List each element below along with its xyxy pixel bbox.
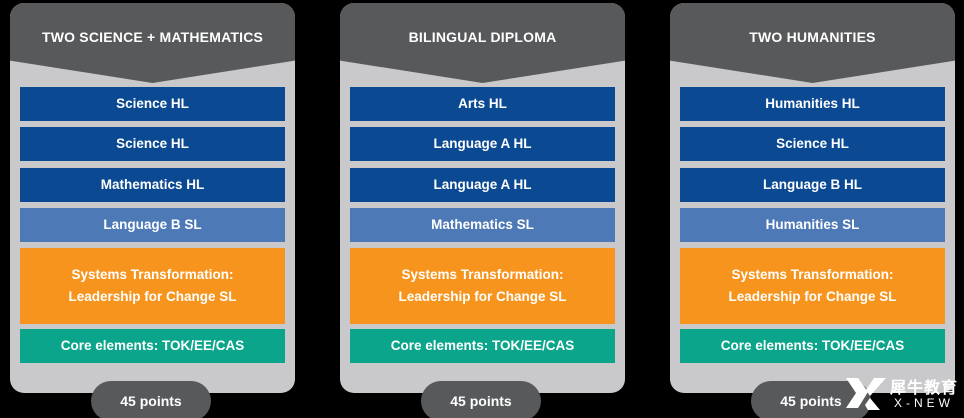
subject-bar: Language A HL bbox=[350, 168, 615, 202]
systems-transformation-bar: Systems Transformation: Leadership for C… bbox=[350, 248, 615, 324]
card-title: TWO SCIENCE + MATHEMATICS bbox=[41, 29, 264, 45]
systems-line-2: Leadership for Change SL bbox=[68, 289, 237, 304]
systems-line-1: Systems Transformation: bbox=[71, 267, 234, 282]
systems-transformation-bar: Systems Transformation: Leadership for C… bbox=[680, 248, 945, 324]
systems-transformation-bar: Systems Transformation: Leadership for C… bbox=[20, 248, 285, 324]
subject-bar: Arts HL bbox=[350, 87, 615, 121]
subject-bar: Science HL bbox=[680, 127, 945, 161]
subject-bar: Science HL bbox=[20, 127, 285, 161]
pathway-card-bilingual: BILINGUAL DIPLOMA Arts HL Language A HL … bbox=[340, 3, 625, 418]
core-elements-bar: Core elements: TOK/EE/CAS bbox=[20, 329, 285, 363]
systems-line-2: Leadership for Change SL bbox=[728, 289, 897, 304]
x-logo-icon bbox=[846, 378, 886, 410]
pathway-card-humanities: TWO HUMANITIES Humanities HL Science HL … bbox=[670, 3, 955, 418]
watermark-text-en: X-NEW bbox=[894, 396, 954, 410]
subject-bar: Language A HL bbox=[350, 127, 615, 161]
subject-bar: Language B HL bbox=[680, 168, 945, 202]
subject-bar: Humanities SL bbox=[680, 208, 945, 242]
subject-bar: Science HL bbox=[20, 87, 285, 121]
card-title: BILINGUAL DIPLOMA bbox=[408, 29, 557, 45]
subject-bar: Mathematics HL bbox=[20, 168, 285, 202]
card-title: TWO HUMANITIES bbox=[749, 29, 876, 45]
pathway-card-science-math: TWO SCIENCE + MATHEMATICS Science HL Sci… bbox=[10, 3, 295, 418]
subject-bar: Language B SL bbox=[20, 208, 285, 242]
core-elements-bar: Core elements: TOK/EE/CAS bbox=[350, 329, 615, 363]
watermark-text-cn: 犀牛教育 bbox=[890, 380, 959, 397]
points-badge: 45 points bbox=[751, 381, 871, 418]
points-badge: 45 points bbox=[91, 381, 211, 418]
systems-line-1: Systems Transformation: bbox=[401, 267, 564, 282]
subject-bar: Humanities HL bbox=[680, 87, 945, 121]
points-badge: 45 points bbox=[421, 381, 541, 418]
systems-line-1: Systems Transformation: bbox=[731, 267, 894, 282]
systems-line-2: Leadership for Change SL bbox=[398, 289, 567, 304]
core-elements-bar: Core elements: TOK/EE/CAS bbox=[680, 329, 945, 363]
subject-bar: Mathematics SL bbox=[350, 208, 615, 242]
watermark-logo: 犀牛教育 X-NEW bbox=[844, 372, 964, 418]
